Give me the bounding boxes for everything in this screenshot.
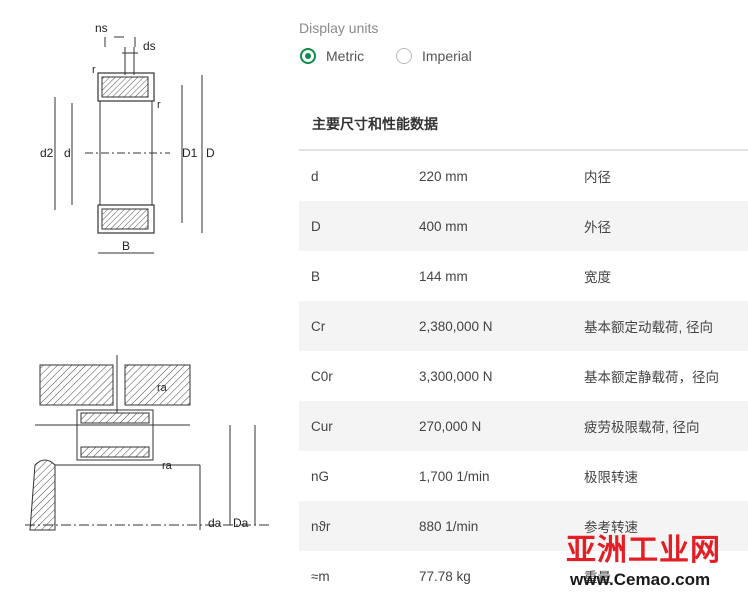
spec-desc: 宽度 (584, 270, 611, 285)
table-row: B 144 mm 宽度 (299, 251, 748, 301)
spec-value: 77.78 kg (419, 568, 471, 584)
spec-symbol: B (311, 268, 321, 284)
spec-value: 3,300,000 N (419, 368, 493, 384)
spec-value: 220 mm (419, 168, 468, 184)
table-row: nG 1,700 1/min 极限转速 (299, 451, 748, 501)
spec-symbol: nG (311, 468, 330, 484)
spec-desc: 疲劳极限载荷, 径向 (584, 420, 700, 435)
watermark-logo: 亚洲工业网 www.Cemao.com (566, 534, 746, 594)
specs-table: d 220 mm 内径 D 400 mm 外径 B 144 mm 宽度 Cr 2… (299, 149, 748, 601)
section-title: 主要尺寸和性能数据 (312, 116, 438, 132)
spec-desc: 基本额定静载荷，径向 (584, 370, 719, 385)
table-row: Cr 2,380,000 N 基本额定动载荷, 径向 (299, 301, 748, 351)
label-D1: D1 (182, 146, 198, 160)
spec-symbol: nϑr (311, 518, 331, 534)
spec-value: 400 mm (419, 218, 468, 234)
label-d: d (64, 146, 71, 160)
label-ra-bottom: ra (162, 460, 173, 472)
metric-radio[interactable]: Metric (300, 48, 364, 64)
table-row: Cur 270,000 N 疲劳极限载荷, 径向 (299, 401, 748, 451)
label-D: D (206, 146, 215, 160)
spec-value: 880 1/min (419, 518, 479, 534)
spec-symbol: C0r (311, 368, 333, 384)
radio-selected-icon[interactable] (300, 48, 316, 64)
table-row: nϑr 880 1/min 参考转速 (299, 501, 748, 551)
spec-desc: 基本额定动载荷, 径向 (584, 320, 714, 335)
bearing-cross-section-diagram: ns ds r r d2 d D1 D B (30, 15, 230, 260)
spec-value: 1,700 1/min (419, 468, 490, 484)
table-row: C0r 3,300,000 N 基本额定静载荷，径向 (299, 351, 748, 401)
spec-desc: 重量 (584, 570, 611, 585)
spec-value: 144 mm (419, 268, 468, 284)
spec-desc: 极限转速 (584, 470, 638, 485)
spec-symbol: Cr (311, 318, 326, 334)
imperial-radio[interactable]: Imperial (396, 48, 472, 64)
display-units-title: Display units (299, 20, 379, 36)
spec-symbol: ≈m (311, 568, 330, 584)
spec-desc: 参考转速 (584, 520, 638, 535)
table-row: D 400 mm 外径 (299, 201, 748, 251)
label-d2: d2 (40, 146, 54, 160)
watermark-main-text: 亚洲工业网 (566, 533, 721, 568)
spec-symbol: d (311, 168, 319, 184)
spec-desc: 外径 (584, 220, 611, 235)
table-row: ≈m 77.78 kg 重量 (299, 551, 748, 601)
radio-unselected-icon[interactable] (396, 48, 412, 64)
label-da: da (208, 516, 222, 530)
label-Da: Da (233, 516, 249, 530)
label-ra-top: ra (157, 382, 168, 394)
label-B: B (122, 239, 130, 253)
label-r-inner: r (157, 99, 161, 111)
imperial-label: Imperial (422, 48, 472, 64)
spec-symbol: Cur (311, 418, 333, 434)
spec-value: 270,000 N (419, 418, 482, 434)
spec-symbol: D (311, 218, 321, 234)
bearing-mounting-diagram: ra ra da Da (25, 355, 275, 535)
watermark-url-text: www.Cemao.com (570, 570, 711, 589)
label-r-top: r (92, 64, 96, 76)
label-ns: ns (95, 21, 108, 35)
table-row: d 220 mm 内径 (299, 151, 748, 201)
spec-desc: 内径 (584, 170, 611, 185)
metric-label: Metric (326, 48, 365, 64)
spec-value: 2,380,000 N (419, 318, 493, 334)
label-ds: ds (143, 39, 156, 53)
